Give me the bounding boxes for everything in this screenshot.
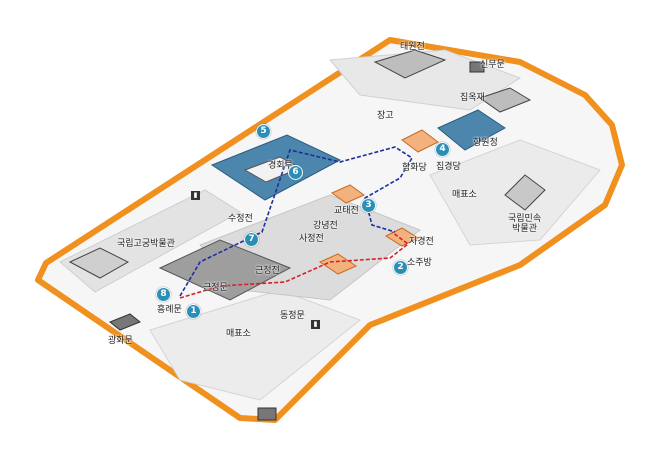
geunjeongmun-label: 근정문 [203,283,228,293]
sujeongjeon-label: 수정전 [228,214,253,224]
hyangwonjeong-pond [437,109,506,151]
sinmumun-label: 신무문 [480,60,505,70]
palace-museum-building [68,247,130,279]
ticket-office-south-label: 매표소 [226,329,251,339]
tour-stop-marker-8[interactable]: 8 [156,287,171,302]
sojubang-label: 소주방 [407,258,432,268]
ticket-office-east-label: 매표소 [452,190,477,200]
gwanghwamun-label: 광화문 [108,336,133,346]
east-gate [469,61,485,73]
jibokjae-label: 집옥재 [460,93,485,103]
gyotaejeon-label: 교태전 [334,206,359,216]
tour-stop-marker-5[interactable]: 5 [256,124,271,139]
tour-stop-marker-7[interactable]: 7 [244,232,259,247]
tour-stop-marker-4[interactable]: 4 [435,142,450,157]
tour-stop-marker-1[interactable]: 1 [186,304,201,319]
route-red [179,231,410,299]
gyotaejeon-highlight [330,184,366,204]
jibokjae-building [478,87,532,113]
restroom-icon: ▮ [191,191,200,200]
taewonjeon-label: 태원전 [400,42,425,52]
sajeongjeon-label: 사정전 [299,234,324,244]
geunjeongjeon-courtyard [158,239,292,301]
taewonjeon-building [373,49,447,79]
tour-stop-marker-6[interactable]: 6 [288,165,303,180]
hyangwonjeong-label: 향원정 [473,138,498,148]
heungnyemun-label: 흥례문 [157,305,182,315]
folk-museum-label: 국립민속 박물관 [508,214,542,234]
jagyeongjeon-label: 자경전 [409,237,434,247]
restroom-icon: ▮ [311,320,320,329]
sojubang-highlight [318,253,358,275]
gwanghwamun-gate [109,313,141,331]
gangnyeongjeon-label: 강녕전 [313,221,338,231]
folk-museum-building [504,174,546,211]
ground-block-south [149,289,361,401]
palace-museum-label: 국립고궁박물관 [117,239,175,249]
dongsipjamun-label: 동정문 [280,311,305,321]
south-gate [257,407,277,421]
tour-stop-marker-3[interactable]: 3 [361,198,376,213]
hamhwadang-label: 함화당 [402,163,427,173]
janggo-label: 장고 [377,111,394,121]
gyeonghoeru-label: 경회루 [268,161,293,171]
tour-stop-marker-2[interactable]: 2 [393,260,408,275]
geunjeongjeon-label: 근정전 [255,266,280,276]
jipgyeongdang-label: 집경당 [436,162,461,172]
